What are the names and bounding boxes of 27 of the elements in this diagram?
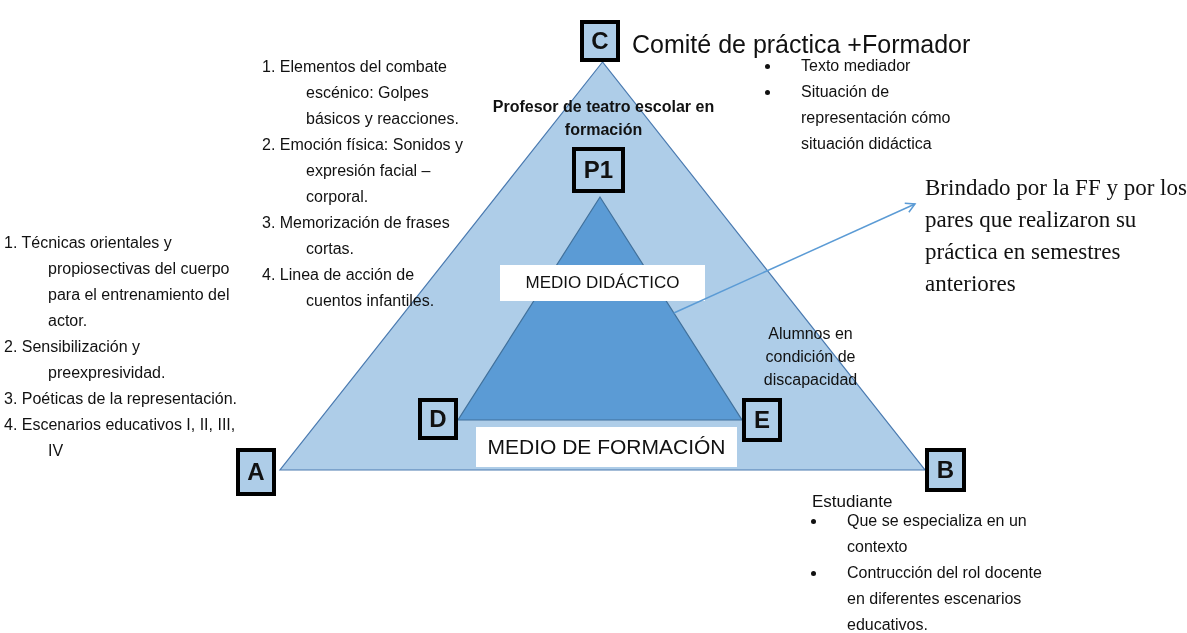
vertex-letter: D (429, 405, 447, 433)
list-item: Situación de representación cómo situación didáctica (801, 83, 951, 152)
vertex-letter: P1 (583, 156, 614, 184)
caption-text: Estudiante (812, 491, 894, 513)
inner-triangle (458, 197, 742, 420)
list-item: Contrucción del rol docente en diferentes escenarios educativos. (847, 564, 1042, 633)
list-item: Que se especializa en un contexto (847, 512, 1027, 555)
text-box: MEDIO DE FORMACIÓN (476, 427, 737, 467)
list-item: 2. Sensibilización y preexpresividad. (4, 337, 167, 383)
list-item: 2. Emoción física: Sonidos y expresión facial – corporal. (262, 135, 464, 207)
list-item: 1. Técnicas orientales y propiosectivas del cuerpo para el entrenamiento del actor. (4, 233, 231, 331)
caption-text: Alumnos en condición de discapacidad (762, 324, 859, 391)
vertex-letter: E (754, 406, 770, 434)
vertex-box (418, 398, 458, 440)
vertex-letter: C (591, 27, 609, 55)
text-box: MEDIO DIDÁCTICO (500, 265, 705, 301)
vertex-box (236, 448, 276, 496)
arrow (673, 202, 916, 314)
list-item: 3. Poéticas de la representación. (4, 389, 239, 409)
vertex-letter: A (247, 458, 265, 486)
list-item: 3. Memorización de frases cortas. (262, 213, 451, 259)
list-item: 1. Elementos del combate escénico: Golpes básicos y reacciones. (262, 57, 460, 129)
note-text: Brindado por la FF y por los pares que realizaron su práctica en semestres anteriores (925, 172, 1187, 302)
caption-text: Comité de práctica +Formador (632, 29, 972, 60)
list-item: 4. Escenarios educativos I, II, III, IV (4, 415, 237, 461)
vertex-letter: B (936, 456, 955, 484)
list-item: Texto mediador (801, 57, 911, 74)
